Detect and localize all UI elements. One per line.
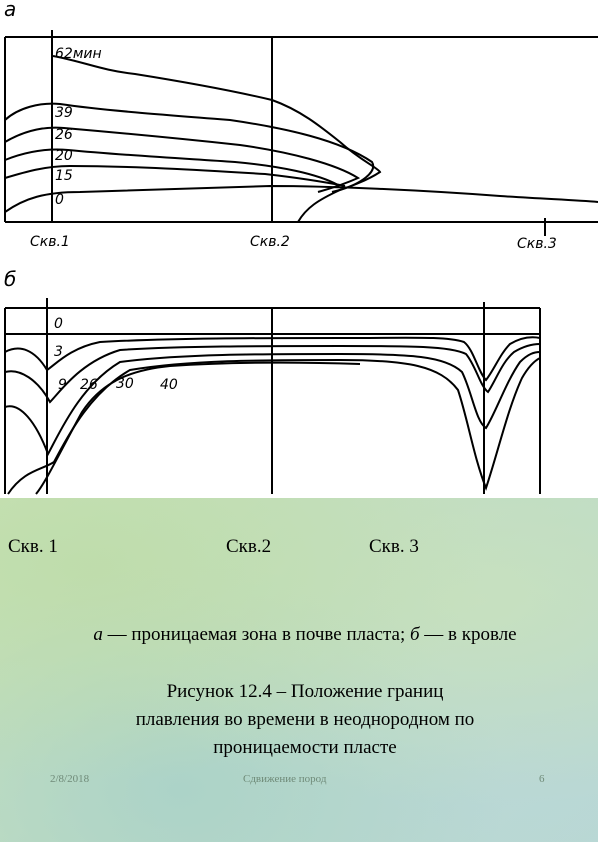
well-label-1: Скв.1 xyxy=(30,234,70,250)
footer-title: Сдвижение пород xyxy=(243,773,327,785)
curve-9-b xyxy=(4,343,541,404)
curve-26 xyxy=(4,126,361,193)
well-label-2: Скв.2 xyxy=(250,234,290,250)
curve-62 xyxy=(52,55,382,193)
curve-20 xyxy=(4,148,339,186)
well-caption-3: Скв. 3 xyxy=(369,536,419,557)
slide-background xyxy=(0,498,598,842)
curve-26-b xyxy=(4,351,541,457)
footer-date: 2/8/2018 xyxy=(50,773,90,785)
curve-label-9-b: 9 xyxy=(58,377,67,393)
curve-39 xyxy=(4,102,375,223)
figure-title-line-3: проницаемости пласте xyxy=(213,737,397,758)
curve-label-20: 20 xyxy=(55,148,73,164)
curve-3-b xyxy=(4,336,541,382)
caption-letter-b: б xyxy=(409,624,420,645)
figure-title-line-2: плавления во времени в неоднородном по xyxy=(135,709,475,730)
figure-a-letter: а xyxy=(4,0,16,21)
curve-label-3-b: 3 xyxy=(54,344,63,360)
curve-label-26-b: 26 xyxy=(80,377,98,393)
well-caption-1: Скв. 1 xyxy=(8,536,58,557)
curve-label-0: 0 xyxy=(55,192,64,208)
curve-label-39: 39 xyxy=(55,105,73,121)
well-caption-2: Скв.2 xyxy=(226,536,272,557)
curve-label-30-b: 30 xyxy=(116,376,134,392)
curve-label-15: 15 xyxy=(55,168,73,184)
figure-title-line-1: Рисунок 12.4 – Положение границ xyxy=(166,681,444,702)
footer-page: 6 xyxy=(539,773,545,785)
well-label-3: Скв.3 xyxy=(517,236,557,252)
curve-label-40-b: 40 xyxy=(160,377,178,393)
figure-b: б 0 3 9 26 30 40 xyxy=(4,267,541,495)
curve-label-26: 26 xyxy=(55,127,73,143)
curve-0 xyxy=(4,184,598,213)
caption-text-a: — проницаемая зона в почве пласта; xyxy=(102,624,410,645)
curve-40-b xyxy=(35,361,361,495)
curve-15 xyxy=(4,164,346,187)
figure-b-letter: б xyxy=(4,267,16,291)
curve-label-62: 62мин xyxy=(55,46,102,62)
figure-a: а 62мин 39 26 20 15 0 Скв.1 Скв.2 Скв.3 xyxy=(4,0,598,252)
curve-label-0-b: 0 xyxy=(54,316,63,332)
caption-legend: а — проницаемая зона в почве пласта; б —… xyxy=(60,623,550,647)
caption-text-b: — в кровле xyxy=(419,624,517,645)
caption-letter-a: а xyxy=(93,624,103,645)
